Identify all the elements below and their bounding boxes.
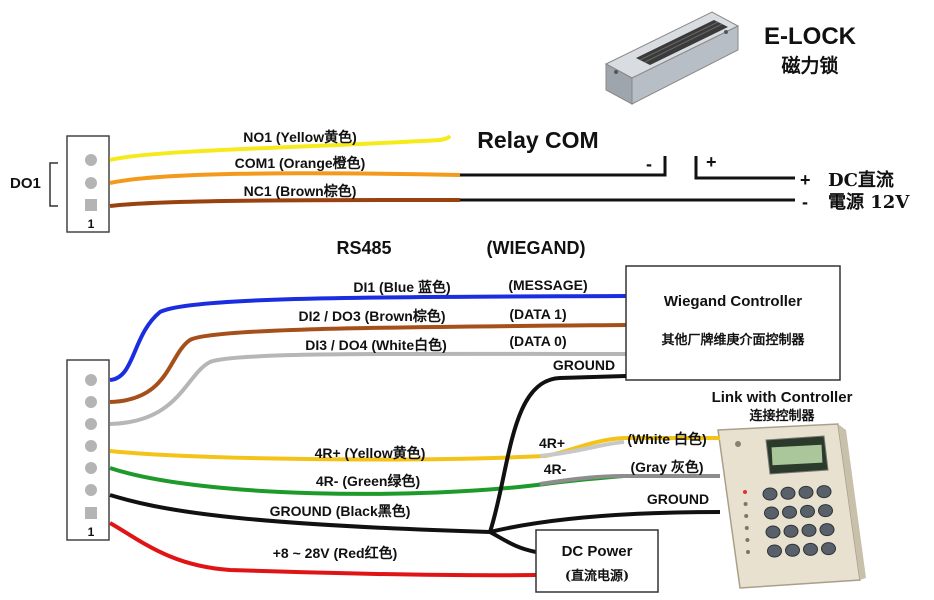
keypad-key: [801, 523, 817, 537]
keypad-key: [785, 543, 800, 557]
elock-title: E-LOCK: [764, 23, 857, 50]
keypad-led: [743, 490, 747, 494]
dc-minus-text: 電源 12V: [828, 191, 910, 213]
keypad-key: [800, 504, 815, 518]
main-pin-1: [85, 374, 97, 386]
keypad-led: [745, 538, 750, 542]
dc-plus-sign: +: [800, 170, 811, 190]
keypad-key: [780, 486, 796, 500]
keypad-led: [746, 550, 750, 554]
keypad-key: [818, 504, 833, 518]
keypad-key: [821, 542, 836, 556]
main-pin-4: [85, 440, 97, 452]
main-pin-5: [85, 462, 97, 474]
relay-com-minus-wire: [460, 156, 667, 177]
wire-com1-label: COM1 (Orange橙色): [235, 155, 366, 171]
wire-di2-signal: (DATA 1): [509, 306, 566, 322]
wiegand-controller-box: [625, 265, 841, 381]
wire-4rminus-tag: 4R-: [544, 461, 567, 477]
dc-minus-sign: -: [802, 192, 808, 212]
relay-com-label: Relay COM: [477, 127, 598, 153]
wire-power-red: [109, 521, 537, 578]
keypad-led: [744, 526, 749, 530]
wire-nc1-brown: [109, 198, 461, 208]
ground-top-label: GROUND: [553, 357, 615, 373]
main-pin-number: 1: [88, 525, 95, 539]
dc-power-subtitle: (直流电源): [565, 568, 629, 584]
do1-label: DO1: [10, 175, 41, 192]
keypad-led: [743, 502, 748, 506]
wire-di3-white: [109, 351, 627, 426]
relay-plus-sign: +: [706, 152, 717, 172]
wire-4rplus-yellow: [109, 436, 720, 462]
wire-ground-label: GROUND (Black黑色): [270, 503, 411, 519]
wire-di1-signal: (MESSAGE): [508, 277, 587, 293]
wire-ground-to-dcpower: [489, 530, 537, 554]
dc-power-title: DC Power: [562, 543, 633, 560]
wire-di3-label: DI3 / DO4 (White白色): [305, 337, 447, 353]
keypad-keys: [762, 485, 836, 558]
wire-ground-to-keypad: [489, 510, 721, 534]
wire-ground-end-label: GROUND: [647, 491, 709, 507]
do1-pin-com: [85, 177, 97, 189]
wiegand-controller-title: Wiegand Controller: [664, 293, 802, 310]
dc-plus-text: DC直流: [828, 169, 894, 191]
wire-di2-brown: [109, 323, 627, 404]
main-pin-6: [85, 484, 97, 496]
keypad-controller-image: [717, 423, 866, 589]
wire-power-label: +8 ~ 28V (Red红色): [273, 545, 398, 561]
wire-di1-blue: [109, 294, 627, 382]
wire-4rminus-label: 4R- (Green绿色): [316, 473, 420, 489]
keypad-key: [816, 485, 832, 499]
wire-4rplus-label: 4R+ (Yellow黄色): [315, 445, 426, 461]
link-subtitle: 连接控制器: [749, 408, 815, 424]
do1-pin-no: [85, 154, 97, 166]
do1-pin-nc: [85, 199, 97, 211]
wiegand-controller-subtitle: 其他厂牌维庚介面控制器: [661, 332, 805, 348]
main-pin-2: [85, 396, 97, 408]
elock-subtitle: 磁力锁: [781, 54, 838, 77]
wire-4rplus-end-label: (White 白色): [627, 431, 706, 447]
wiegand-label: (WIEGAND): [487, 238, 586, 258]
rs485-label: RS485: [336, 238, 391, 258]
wire-nc1-label: NC1 (Brown棕色): [244, 183, 357, 199]
keypad-key: [783, 524, 799, 538]
keypad-key: [765, 525, 781, 539]
link-title: Link with Controller: [712, 389, 853, 406]
wire-no1-label: NO1 (Yellow黄色): [243, 129, 357, 145]
wire-4rplus-white-end: [539, 440, 625, 458]
keypad-key: [819, 523, 835, 537]
keypad-key: [803, 542, 818, 556]
wire-4rplus-tag: 4R+: [539, 435, 565, 451]
wire-ground-to-wiegand: [488, 374, 627, 533]
keypad-key: [767, 544, 782, 558]
main-pin-3: [85, 418, 97, 430]
keypad-key: [782, 505, 797, 519]
keypad-key: [798, 485, 814, 499]
dc-power-box: [535, 529, 659, 593]
wire-4rminus-gray-end: [539, 474, 720, 486]
relay-minus-sign: -: [646, 154, 652, 174]
main-pin-square: [85, 507, 97, 519]
keypad-key: [764, 506, 779, 520]
do1-connector: [66, 135, 110, 233]
relay-com-plus-wire: [694, 156, 795, 180]
wire-di3-signal: (DATA 0): [509, 333, 566, 349]
elock-device-image: [604, 11, 740, 105]
keypad-leds: [743, 490, 750, 554]
wire-no1-yellow: [109, 134, 452, 162]
keypad-key: [762, 487, 778, 501]
wire-4rminus-end-label: (Gray 灰色): [630, 459, 703, 475]
wire-ground-black: [109, 493, 491, 534]
wire-di2-label: DI2 / DO3 (Brown棕色): [298, 308, 445, 324]
wire-di1-label: DI1 (Blue 蓝色): [353, 279, 450, 295]
keypad-led: [744, 514, 749, 518]
wire-com1-orange: [109, 171, 461, 185]
do1-pin-number: 1: [88, 217, 95, 231]
